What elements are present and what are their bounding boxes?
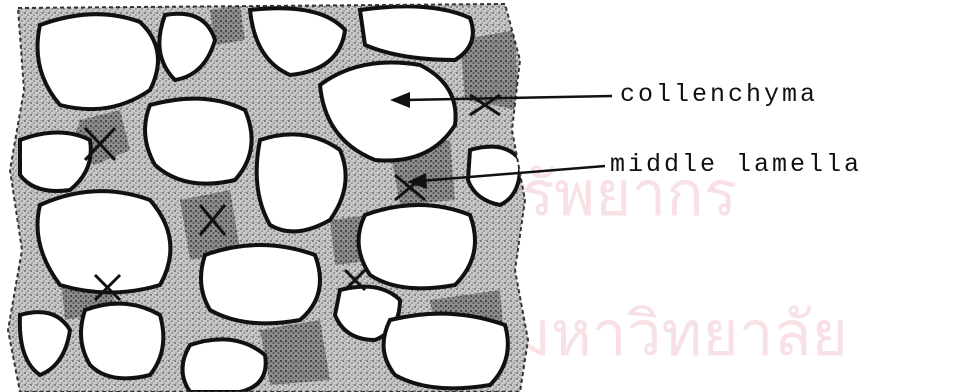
label-collenchyma: collenchyma bbox=[620, 82, 818, 107]
label-middle-lamella: middle lamella bbox=[610, 152, 862, 177]
tissue-section bbox=[0, 0, 540, 392]
